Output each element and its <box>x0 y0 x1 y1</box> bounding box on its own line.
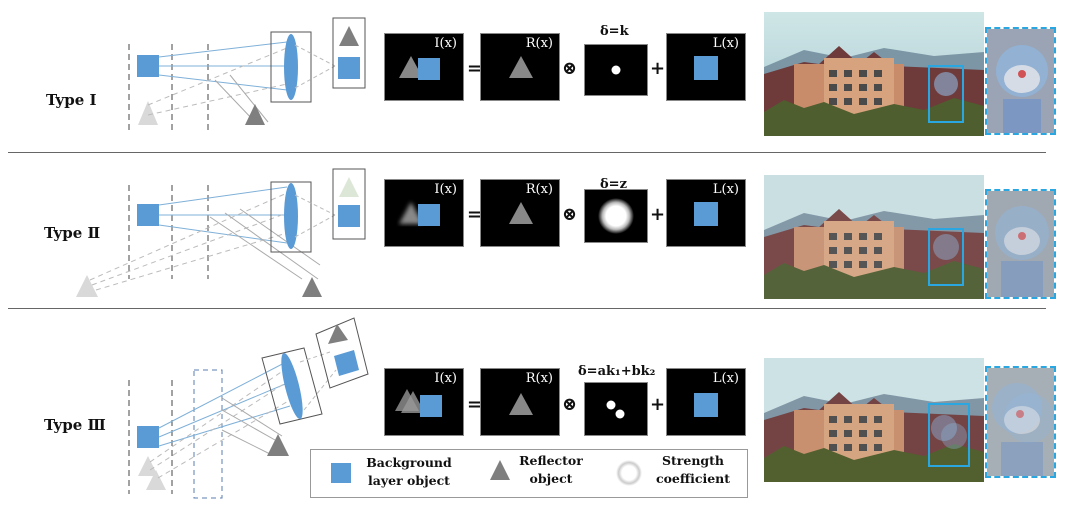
scene-photo <box>764 12 984 136</box>
type-label: Type Ⅲ <box>44 416 106 434</box>
double-dot-kernel-icon <box>606 400 625 419</box>
optics-diagram-type-2 <box>76 168 366 297</box>
legend-strength-line1: Strength <box>661 453 725 468</box>
crop-zoom-photo <box>985 366 1056 478</box>
panel-r: R(x) <box>480 179 560 247</box>
legend-reflector-line1: Reflector <box>519 453 583 468</box>
kernel-dot-icon <box>611 65 621 75</box>
plus-sign: + <box>650 58 666 79</box>
plus-sign: + <box>650 394 666 415</box>
blurred-triangle-icon <box>399 202 423 224</box>
panel-l-label: L(x) <box>712 182 739 197</box>
delta-formula: δ=z <box>600 177 627 192</box>
gaussian-kernel-icon <box>598 198 634 234</box>
background-square <box>694 202 718 226</box>
reflector-triangle-icon <box>509 56 533 78</box>
panel-i-label: I(x) <box>434 371 457 386</box>
panel-l: L(x) <box>666 179 746 247</box>
background-square <box>418 58 440 80</box>
crop-zoom-photo <box>985 189 1056 299</box>
crop-zoom-photo <box>985 27 1056 135</box>
panel-l-label: L(x) <box>712 36 739 51</box>
panel-r-label: R(x) <box>525 371 553 386</box>
type-label: Type Ⅰ <box>46 91 97 109</box>
convolution-sign: ⊗ <box>562 204 578 225</box>
background-layer-legend-icon <box>331 463 351 483</box>
equals-sign: = <box>467 58 483 79</box>
convolution-sign: ⊗ <box>562 58 578 79</box>
double-triangle-icon <box>395 389 425 413</box>
type-label: Type Ⅱ <box>44 224 101 242</box>
legend-strength-line2: coefficient <box>655 471 731 486</box>
row-separator <box>8 308 1046 309</box>
optics-diagram-type-1 <box>128 17 366 130</box>
panel-l-label: L(x) <box>712 371 739 386</box>
equals-sign: = <box>467 394 483 415</box>
panel-l: L(x) <box>666 368 746 436</box>
reflector-legend-icon <box>490 460 510 480</box>
legend-background-line2: layer object <box>368 473 450 488</box>
panel-i: I(x) <box>384 179 464 247</box>
reflector-triangle-icon <box>509 202 533 224</box>
scene-photo <box>764 175 984 299</box>
panel-r: R(x) <box>480 368 560 436</box>
panel-r-label: R(x) <box>525 36 553 51</box>
scene-photo <box>764 358 984 482</box>
panel-kernel <box>584 44 648 96</box>
background-square <box>694 56 718 80</box>
delta-formula: δ=k <box>600 24 629 39</box>
legend-reflector-line2: object <box>529 471 573 486</box>
panel-i: I(x) <box>384 368 464 436</box>
panel-kernel <box>584 189 648 243</box>
legend-reflector-label: Reflector object <box>511 452 591 488</box>
panel-i: I(x) <box>384 33 464 101</box>
legend: Background layer object Reflector object… <box>310 449 748 498</box>
reflector-triangle-icon <box>509 393 533 415</box>
background-square <box>418 204 440 226</box>
panel-i-label: I(x) <box>434 36 457 51</box>
equals-sign: = <box>467 204 483 225</box>
convolution-sign: ⊗ <box>562 394 578 415</box>
background-square <box>420 395 442 417</box>
row-type-3: Type Ⅲ I(x) = R(x) <box>0 310 1073 506</box>
panel-l: L(x) <box>666 33 746 101</box>
reflector-triangle-icon <box>399 56 423 78</box>
legend-background-line1: Background <box>366 455 452 470</box>
strength-coefficient-legend-icon <box>616 460 642 486</box>
panel-i-label: I(x) <box>434 182 457 197</box>
row-type-1: Type Ⅰ I(x) = R(x) ⊗ δ=k <box>0 0 1073 150</box>
legend-background-label: Background layer object <box>359 454 459 490</box>
row-type-2: Type Ⅱ I(x) = R(x) <box>0 155 1073 305</box>
delta-formula: δ=ak₁+bk₂ <box>578 364 656 379</box>
optics-diagram-type-3 <box>128 317 369 499</box>
panel-r-label: R(x) <box>525 182 553 197</box>
legend-strength-label: Strength coefficient <box>647 452 739 488</box>
panel-r: R(x) <box>480 33 560 101</box>
panel-kernel <box>584 382 648 436</box>
row-separator <box>8 152 1046 153</box>
plus-sign: + <box>650 204 666 225</box>
background-square <box>694 393 718 417</box>
